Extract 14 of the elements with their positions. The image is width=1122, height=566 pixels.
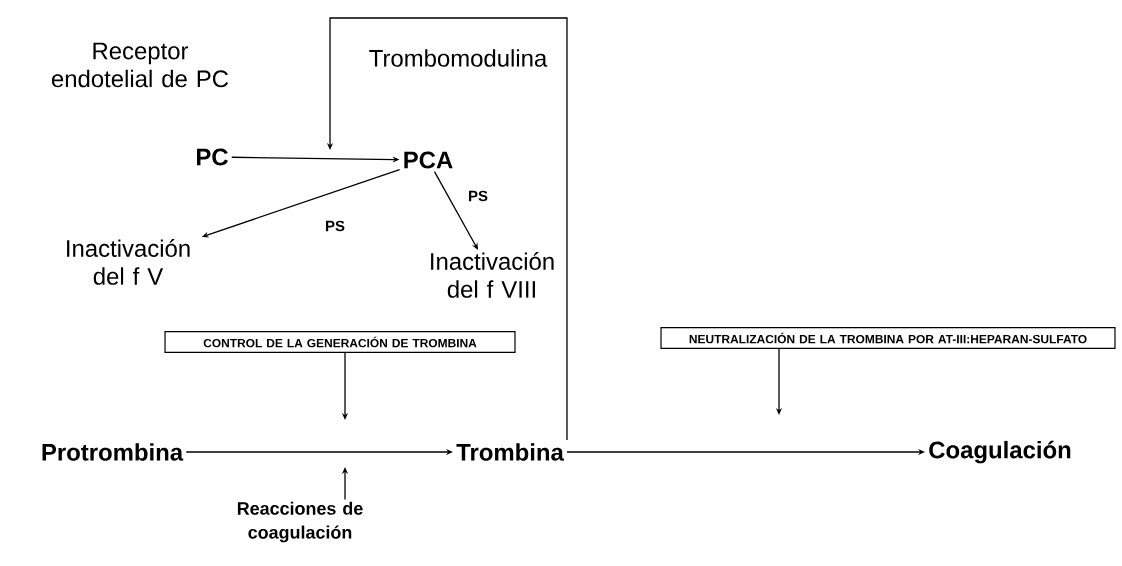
- label-text: Receptor endotelial de PC: [51, 42, 229, 88]
- process-box: NEUTRALIZACIÓN DE LA TROMBINA POR AT-III:HEPARAN-SULFATO: [660, 327, 1116, 349]
- term-text: Inactivación del f V: [67, 239, 190, 285]
- edge-label: PS: [467, 189, 489, 203]
- term-text: Inactivación del f VIII: [431, 252, 554, 298]
- edge-label: PS: [324, 219, 346, 233]
- term-text: PC: [197, 148, 228, 166]
- process-box: CONTROL DE LA GENERACIÓN DE TROMBINA: [164, 331, 516, 353]
- term-text: Coagulación: [929, 440, 1071, 464]
- label-text: Trombomodulina: [369, 49, 548, 67]
- term-text: Protrombina: [42, 443, 184, 461]
- term-text: PCA: [404, 151, 453, 169]
- term-text: Reacciones de coagulación: [237, 501, 363, 543]
- term-text: Trombina: [456, 443, 564, 461]
